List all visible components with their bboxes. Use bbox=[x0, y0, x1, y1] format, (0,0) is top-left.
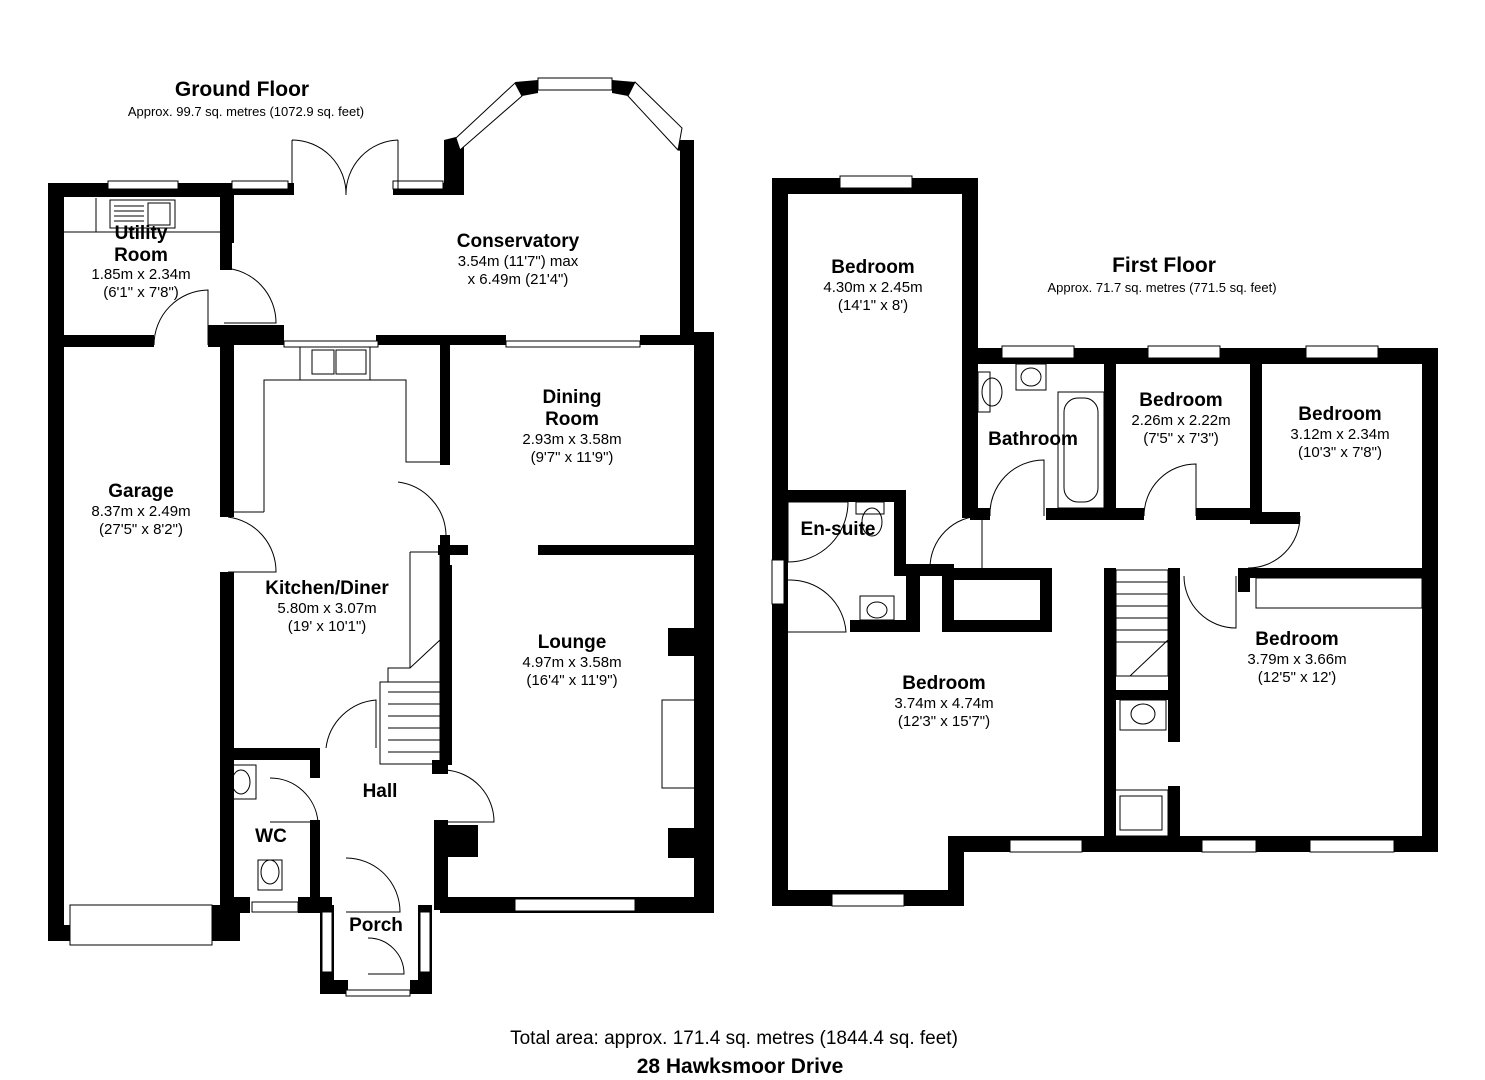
room-dim-bedroom-right-imperial: (10'3" x 7'8") bbox=[1298, 444, 1382, 461]
room-label-kitchen: Kitchen/Diner bbox=[265, 578, 389, 599]
room-dim-bedroom-master-metric: 3.74m x 4.74m bbox=[894, 695, 993, 712]
room-dim-lounge-metric: 4.97m x 3.58m bbox=[522, 654, 621, 671]
first-floor-plan bbox=[771, 175, 1438, 907]
ground-floor-windows bbox=[107, 77, 683, 997]
room-label-hall: Hall bbox=[363, 781, 398, 802]
room-label-bedroom-small: Bedroom bbox=[1139, 390, 1222, 411]
room-label-ensuite: En-suite bbox=[801, 519, 876, 540]
room-dim-garage-imperial: (27'5" x 8'2") bbox=[99, 521, 183, 538]
room-dim-bedroom-small-imperial: (7'5" x 7'3") bbox=[1143, 430, 1219, 447]
room-dim-garage-metric: 8.37m x 2.49m bbox=[91, 503, 190, 520]
room-dim-dining-imperial: (9'7" x 11'9") bbox=[531, 449, 614, 466]
room-dim-bedroom-front-metric: 3.79m x 3.66m bbox=[1247, 651, 1346, 668]
room-dim-bedroom-right-metric: 3.12m x 2.34m bbox=[1290, 426, 1389, 443]
footer: Total area: approx. 171.4 sq. metres (18… bbox=[510, 1028, 958, 1078]
room-dim-utility-imperial: (6'1" x 7'8") bbox=[103, 284, 179, 301]
room-label-bathroom: Bathroom bbox=[988, 429, 1078, 450]
first-floor-fixtures bbox=[787, 363, 1423, 837]
room-dim-kitchen-metric: 5.80m x 3.07m bbox=[277, 600, 376, 617]
room-dim-conservatory-1: 3.54m (11'7") max bbox=[458, 253, 579, 270]
ground-floor-title: Ground Floor bbox=[175, 78, 309, 101]
room-dim-bedroom-tall-metric: 4.30m x 2.45m bbox=[823, 279, 922, 296]
room-label-garage: Garage bbox=[108, 481, 173, 502]
property-address: 28 Hawksmoor Drive bbox=[637, 1055, 844, 1078]
floor-labels: Ground Floor Approx. 99.7 sq. metres (10… bbox=[128, 78, 1277, 295]
room-label-bedroom-front: Bedroom bbox=[1255, 629, 1338, 650]
room-dim-bedroom-master-imperial: (12'3" x 15'7") bbox=[898, 713, 990, 730]
room-dim-conservatory-2: x 6.49m (21'4") bbox=[468, 271, 569, 288]
ground-floor-room-labels: Utility Room 1.85m x 2.34m (6'1" x 7'8")… bbox=[91, 223, 621, 936]
room-label-conservatory: Conservatory bbox=[457, 231, 580, 252]
room-label-bedroom-tall: Bedroom bbox=[831, 257, 914, 278]
room-dim-bedroom-front-imperial: (12'5" x 12') bbox=[1258, 669, 1337, 686]
first-floor-doors bbox=[787, 459, 1301, 633]
room-label-porch: Porch bbox=[349, 915, 403, 936]
ground-floor-doors bbox=[153, 139, 495, 975]
first-floor-windows bbox=[771, 175, 1395, 907]
room-label-lounge: Lounge bbox=[538, 632, 607, 653]
room-dim-bedroom-small-metric: 2.26m x 2.22m bbox=[1131, 412, 1230, 429]
room-label-dining-2: Room bbox=[545, 409, 599, 430]
room-label-bedroom-right: Bedroom bbox=[1298, 404, 1381, 425]
room-label-dining-1: Dining bbox=[542, 387, 601, 408]
ground-floor-fixtures bbox=[64, 198, 699, 946]
room-dim-lounge-imperial: (16'4" x 11'9") bbox=[526, 672, 617, 689]
room-dim-dining-metric: 2.93m x 3.58m bbox=[522, 431, 621, 448]
room-label-utility-1: Utility bbox=[115, 223, 168, 244]
first-floor-room-labels: Bedroom 4.30m x 2.45m (14'1" x 8') Bathr… bbox=[801, 257, 1390, 730]
first-floor-title: First Floor bbox=[1112, 254, 1216, 277]
room-label-bedroom-master: Bedroom bbox=[902, 673, 985, 694]
room-label-wc: WC bbox=[255, 826, 287, 847]
room-dim-utility-metric: 1.85m x 2.34m bbox=[91, 266, 190, 283]
ground-floor-plan bbox=[48, 77, 714, 997]
first-floor-area: Approx. 71.7 sq. metres (771.5 sq. feet) bbox=[1047, 280, 1276, 295]
room-dim-kitchen-imperial: (19' x 10'1") bbox=[288, 618, 367, 635]
room-dim-bedroom-tall-imperial: (14'1" x 8') bbox=[838, 297, 908, 314]
room-label-utility-2: Room bbox=[114, 245, 168, 266]
ground-floor-area: Approx. 99.7 sq. metres (1072.9 sq. feet… bbox=[128, 104, 364, 119]
total-area: Total area: approx. 171.4 sq. metres (18… bbox=[510, 1028, 958, 1049]
